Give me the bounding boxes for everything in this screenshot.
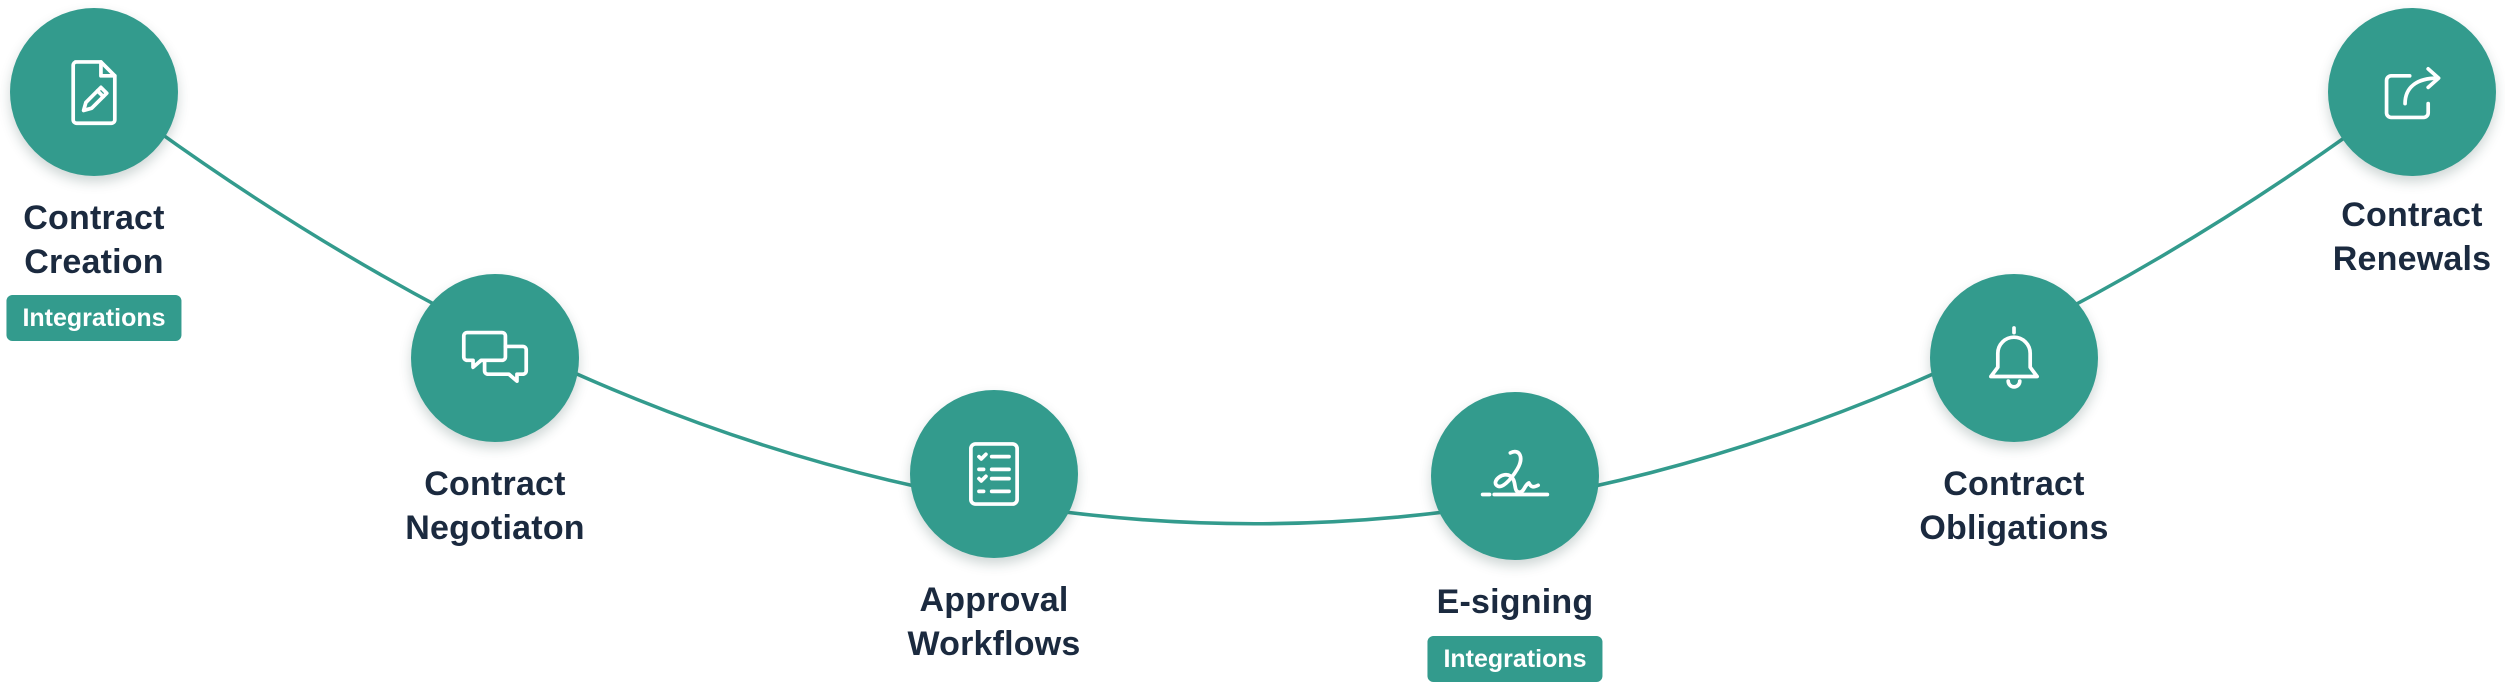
integrations-badge[interactable]: Integrations (6, 295, 182, 341)
stage-circle[interactable] (1930, 274, 2098, 442)
signature-icon (1478, 439, 1552, 513)
bell-icon (1977, 321, 2051, 395)
stage-label-line2: Obligations (1919, 509, 2109, 547)
stage-label: Contract Negotiaton (335, 462, 655, 550)
stage-label-line1: E-signing (1436, 583, 1594, 621)
stage-label-line1: Contract (424, 465, 566, 503)
stage-label-line2: Renewals (2332, 240, 2492, 278)
stage-circle[interactable] (10, 8, 178, 176)
stage-label-line2: Workflows (907, 625, 1081, 663)
stage-circle[interactable] (2328, 8, 2496, 176)
stage-label-line2: Creation (24, 243, 164, 281)
stage-label: E-signing (1355, 580, 1675, 624)
stage-circle[interactable] (411, 274, 579, 442)
document-edit-icon (57, 55, 131, 129)
checklist-icon (957, 437, 1031, 511)
stage-label: Approval Workflows (834, 578, 1154, 666)
integrations-badge[interactable]: Integrations (1427, 636, 1603, 682)
stage-label-line1: Contract (2341, 196, 2483, 234)
stage-circle[interactable] (910, 390, 1078, 558)
stage-label: Contract Obligations (1854, 462, 2174, 550)
stage-label-line1: Contract (23, 199, 165, 237)
share-arrow-icon (2375, 55, 2449, 129)
chat-bubbles-icon (458, 321, 532, 395)
stage-circle[interactable] (1431, 392, 1599, 560)
stage-label-line1: Contract (1943, 465, 2085, 503)
stage-label-line2: Negotiaton (405, 509, 585, 547)
stage-label: Contract Creation (0, 196, 254, 284)
stage-label-line1: Approval (919, 581, 1069, 619)
stage-label: Contract Renewals (2252, 193, 2505, 281)
